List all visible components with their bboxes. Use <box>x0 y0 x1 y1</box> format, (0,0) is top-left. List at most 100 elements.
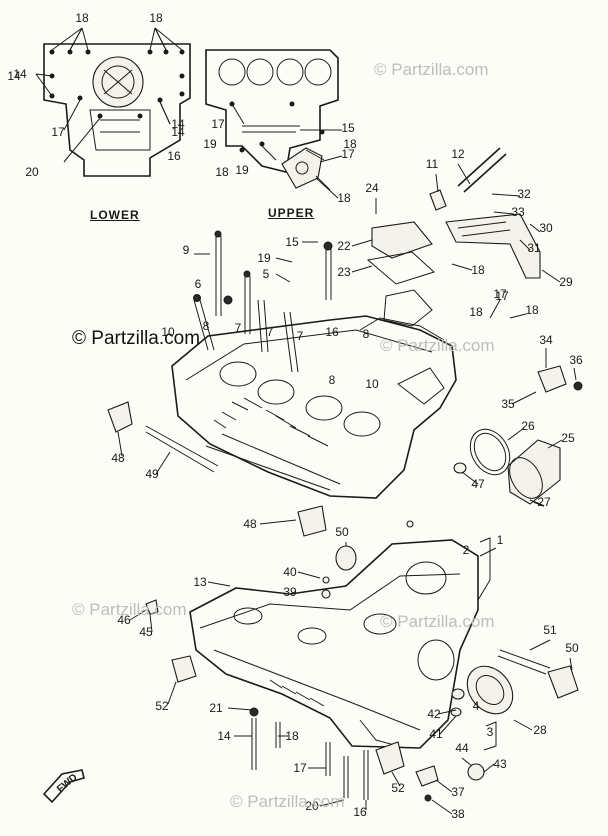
callout-leader-line <box>259 519 297 525</box>
callout-leader-line <box>351 239 373 247</box>
callout-leader-line <box>529 499 541 505</box>
callout-leader-line <box>159 101 171 125</box>
caption-upper: UPPER <box>268 206 315 220</box>
lower-crankcase <box>189 539 479 749</box>
part-number-callout: 18 <box>469 305 483 319</box>
oil-pressure-switch <box>537 365 583 393</box>
callout-leader-line <box>69 27 83 51</box>
callout-leader-line <box>507 427 525 441</box>
part-number-callout: 1 <box>497 533 504 547</box>
part-number-callout: 19 <box>203 137 217 151</box>
part-number-callout: 33 <box>511 205 525 219</box>
part-number-callout: 11 <box>426 157 439 171</box>
part-number-callout: 18 <box>471 263 485 277</box>
part-number-callout: 36 <box>569 353 583 367</box>
callout-leader-line <box>493 211 515 215</box>
part-number-callout: 8 <box>203 319 210 333</box>
part-number-callout: 16 <box>167 149 181 163</box>
part-number-callout: 50 <box>335 525 349 539</box>
part-number-callout: 42 <box>427 707 441 721</box>
part-number-callout: 17 <box>495 289 509 303</box>
callout-leader-line <box>154 27 167 51</box>
part-number-callout: 39 <box>283 585 297 599</box>
part-number-callout: 18 <box>149 11 163 25</box>
part-number-callout: 50 <box>565 641 579 655</box>
callout-leader-line <box>167 681 177 705</box>
part-number-callout: 18 <box>285 729 299 743</box>
callout-leader-line <box>319 155 343 163</box>
part-number-callout: 48 <box>243 517 257 531</box>
callout-leader-line <box>547 439 563 449</box>
breather-hose <box>429 147 507 211</box>
part-number-callout: 34 <box>539 333 553 347</box>
callout-leader-line <box>275 257 293 263</box>
part-number-callout: 10 <box>365 377 379 391</box>
callout-leader-line <box>319 799 345 807</box>
callout-leader-line <box>431 799 453 815</box>
callout-leader-line <box>275 273 291 283</box>
part-number-callout: 52 <box>391 781 405 795</box>
part-number-callout: 14 <box>217 729 231 743</box>
part-number-callout: 48 <box>111 451 125 465</box>
callout-leader-line <box>129 609 147 621</box>
part-number-callout: 17 <box>293 761 307 775</box>
caption-lower: LOWER <box>90 208 140 222</box>
part-number-callout: 18 <box>215 165 229 179</box>
callout-leader-line <box>483 763 495 773</box>
part-number-callout: 7 <box>235 321 242 335</box>
part-number-callout: 17 <box>493 287 507 301</box>
callout-leader-line <box>509 313 527 319</box>
part-number-callout: 2 <box>463 543 470 557</box>
part-number-callout: 23 <box>337 265 351 279</box>
part-number-callout: 10 <box>161 325 175 339</box>
callout-leader-line <box>155 451 171 475</box>
watermark: © Partzilla.com <box>374 60 489 79</box>
callout-leader-line <box>511 391 537 405</box>
part-number-callout: 51 <box>543 623 557 637</box>
callout-leader-line <box>227 707 253 711</box>
part-number-callout: 37 <box>451 785 465 799</box>
part-number-callout: 30 <box>539 221 553 235</box>
callout-leader-line <box>457 163 471 185</box>
part-number-callout: 38 <box>451 807 465 821</box>
callout-leader-line <box>569 657 573 671</box>
part-number-callout: 19 <box>235 163 249 177</box>
callout-leader-line <box>149 613 153 633</box>
part-number-callout: 27 <box>537 495 551 509</box>
part-number-callout: 18 <box>75 11 89 25</box>
part-number-callout: 5 <box>263 267 270 281</box>
part-number-callout: 14 <box>171 117 185 131</box>
callout-leader-line <box>351 265 373 273</box>
part-number-callout: 13 <box>193 575 207 589</box>
callout-leader-line <box>541 269 561 283</box>
part-number-callout: 21 <box>209 701 223 715</box>
part-number-callout: 14 <box>7 69 21 83</box>
part-number-callout: 8 <box>363 327 370 341</box>
part-number-callout: 31 <box>527 241 541 255</box>
callout-leader-line <box>529 639 551 651</box>
watermark: © Partzilla.com <box>72 328 201 349</box>
part-number-callout: 18 <box>525 303 539 317</box>
part-number-callout: 9 <box>183 243 190 257</box>
callout-leader-line <box>117 431 123 457</box>
callout-leader-line <box>461 471 479 485</box>
callout-leader-line <box>529 223 541 233</box>
breather-cover <box>366 221 435 327</box>
part-number-callout: 4 <box>473 699 480 713</box>
part-number-callout: 24 <box>365 181 379 195</box>
part-number-callout: 7 <box>267 325 274 339</box>
callout-leader-line <box>315 177 339 199</box>
callout-leader-line <box>207 581 231 587</box>
part-number-callout: 46 <box>117 613 131 627</box>
part-number-callout: 26 <box>521 419 535 433</box>
upper-case-inset <box>205 49 342 191</box>
part-number-callout: 32 <box>517 187 531 201</box>
part-number-callout: 43 <box>493 757 507 771</box>
part-number-callout: 20 <box>305 799 319 813</box>
watermark: © Partzilla.com <box>230 792 345 811</box>
part-number-callout: 6 <box>195 277 202 291</box>
callout-leader-line <box>451 263 473 271</box>
callout-leader-line <box>519 239 531 251</box>
oil-filter-parts <box>171 649 579 715</box>
